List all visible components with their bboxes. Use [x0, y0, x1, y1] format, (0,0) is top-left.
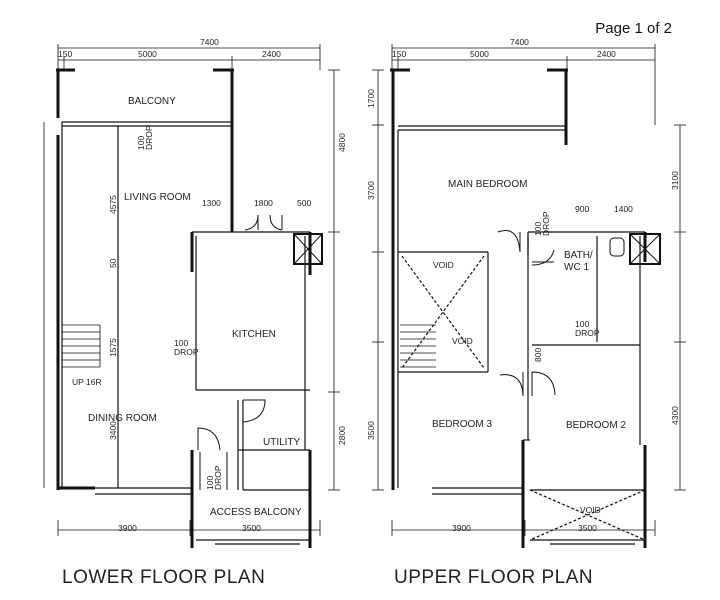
- lower-dim-50: 50: [108, 258, 118, 268]
- lower-bottom-dimensions: [43, 122, 321, 536]
- lower-lift-box: [293, 233, 323, 265]
- lower-dim-7400: 7400: [200, 37, 219, 47]
- lower-right-dimensions: [328, 69, 340, 491]
- lower-dim-5000: 5000: [138, 49, 157, 59]
- lower-drop-mid-word: DROP: [174, 347, 199, 357]
- lower-stair-label: UP 16R: [72, 377, 102, 387]
- upper-void-bottom-label: VOID: [580, 505, 601, 515]
- upper-dim-7400: 7400: [510, 37, 529, 47]
- lower-dim-2400: 2400: [262, 49, 281, 59]
- upper-floor-plan: [372, 44, 686, 548]
- lower-dim-3500: 3500: [242, 523, 261, 533]
- upper-bedroom-3-label: BEDROOM 3: [432, 419, 492, 430]
- lower-drop-mid-num: 100: [174, 338, 188, 348]
- lower-living-room-label: LIVING ROOM: [124, 192, 191, 203]
- upper-bath-label-1: BATH/: [564, 250, 593, 261]
- lower-floor-plan-title: LOWER FLOOR PLAN: [62, 567, 265, 588]
- lower-dim-1300: 1300: [202, 198, 221, 208]
- upper-walls: [390, 68, 647, 548]
- upper-bath-label-2: WC 1: [564, 262, 589, 273]
- lower-floor-plan: [43, 44, 340, 548]
- upper-stair: [400, 324, 436, 368]
- upper-dim-1400: 1400: [614, 204, 633, 214]
- upper-dim-150: 150: [392, 49, 406, 59]
- upper-top-dimensions: [391, 44, 656, 70]
- lower-drop-top-word: DROP: [144, 125, 154, 150]
- lower-walls: [56, 68, 312, 548]
- lower-dim-3900: 3900: [118, 523, 137, 533]
- lower-doors: [197, 399, 266, 490]
- upper-drop-a-word: DROP: [541, 211, 551, 236]
- lower-dim-4800: 4800: [337, 133, 347, 152]
- upper-dim-4300: 4300: [670, 406, 680, 425]
- lower-dining-room-label: DINING ROOM: [88, 413, 157, 424]
- upper-dim-900: 900: [575, 204, 589, 214]
- upper-dim-1700: 1700: [366, 89, 376, 108]
- upper-void-top-label: VOID: [433, 260, 454, 270]
- upper-drop-b-word: DROP: [575, 328, 600, 338]
- upper-dim-3700: 3700: [366, 181, 376, 200]
- lower-labels: 150 7400 5000 2400 BALCONY LIVING ROOM K…: [58, 37, 347, 588]
- lower-dim-4575: 4575: [108, 195, 118, 214]
- upper-void-left-label: VOID: [452, 336, 473, 346]
- lower-dim-1800: 1800: [254, 198, 273, 208]
- lower-balcony-label: BALCONY: [128, 96, 176, 107]
- lower-dim-1575: 1575: [108, 338, 118, 357]
- upper-dim-3500: 3500: [366, 421, 376, 440]
- lower-stair: [62, 324, 101, 368]
- upper-side-dimensions: [372, 69, 686, 491]
- page-indicator: Page 1 of 2: [595, 20, 672, 37]
- lower-thin-walls: [61, 121, 310, 545]
- lower-dim-500: 500: [297, 198, 311, 208]
- upper-thin-walls: [397, 125, 646, 545]
- upper-dim-5000: 5000: [470, 49, 489, 59]
- upper-door-800: 800: [533, 348, 543, 362]
- upper-floor-plan-title: UPPER FLOOR PLAN: [394, 567, 593, 588]
- lower-dim-3400: 3400: [108, 421, 118, 440]
- upper-main-bedroom-label: MAIN BEDROOM: [448, 179, 527, 190]
- upper-labels: 150 7400 5000 2400 MAIN BEDROOM BATH/ WC…: [366, 37, 680, 588]
- upper-dim-3900: 3900: [452, 523, 471, 533]
- lower-dim-150: 150: [58, 49, 72, 59]
- upper-doors: [497, 230, 625, 396]
- upper-lift-box: [629, 233, 661, 265]
- upper-drop-a-num: 100: [533, 222, 543, 236]
- upper-drop-b-num: 100: [575, 319, 589, 329]
- lower-access-balcony-label: ACCESS BALCONY: [210, 507, 302, 518]
- lower-top-dimensions: [57, 44, 321, 70]
- upper-dim-3100: 3100: [670, 171, 680, 190]
- upper-dim-3500: 3500: [578, 523, 597, 533]
- lower-drop-top-num: 100: [136, 136, 146, 150]
- lower-dim-2800: 2800: [337, 426, 347, 445]
- upper-bedroom-2-label: BEDROOM 2: [566, 420, 626, 431]
- upper-dim-2400: 2400: [597, 49, 616, 59]
- lower-utility-label: UTILITY: [263, 437, 301, 448]
- upper-bottom-dimensions: [391, 520, 656, 536]
- lower-kitchen-label: KITCHEN: [232, 329, 276, 340]
- lower-drop-bottom-num: 100: [205, 476, 215, 490]
- lower-drop-bottom-word: DROP: [213, 465, 223, 490]
